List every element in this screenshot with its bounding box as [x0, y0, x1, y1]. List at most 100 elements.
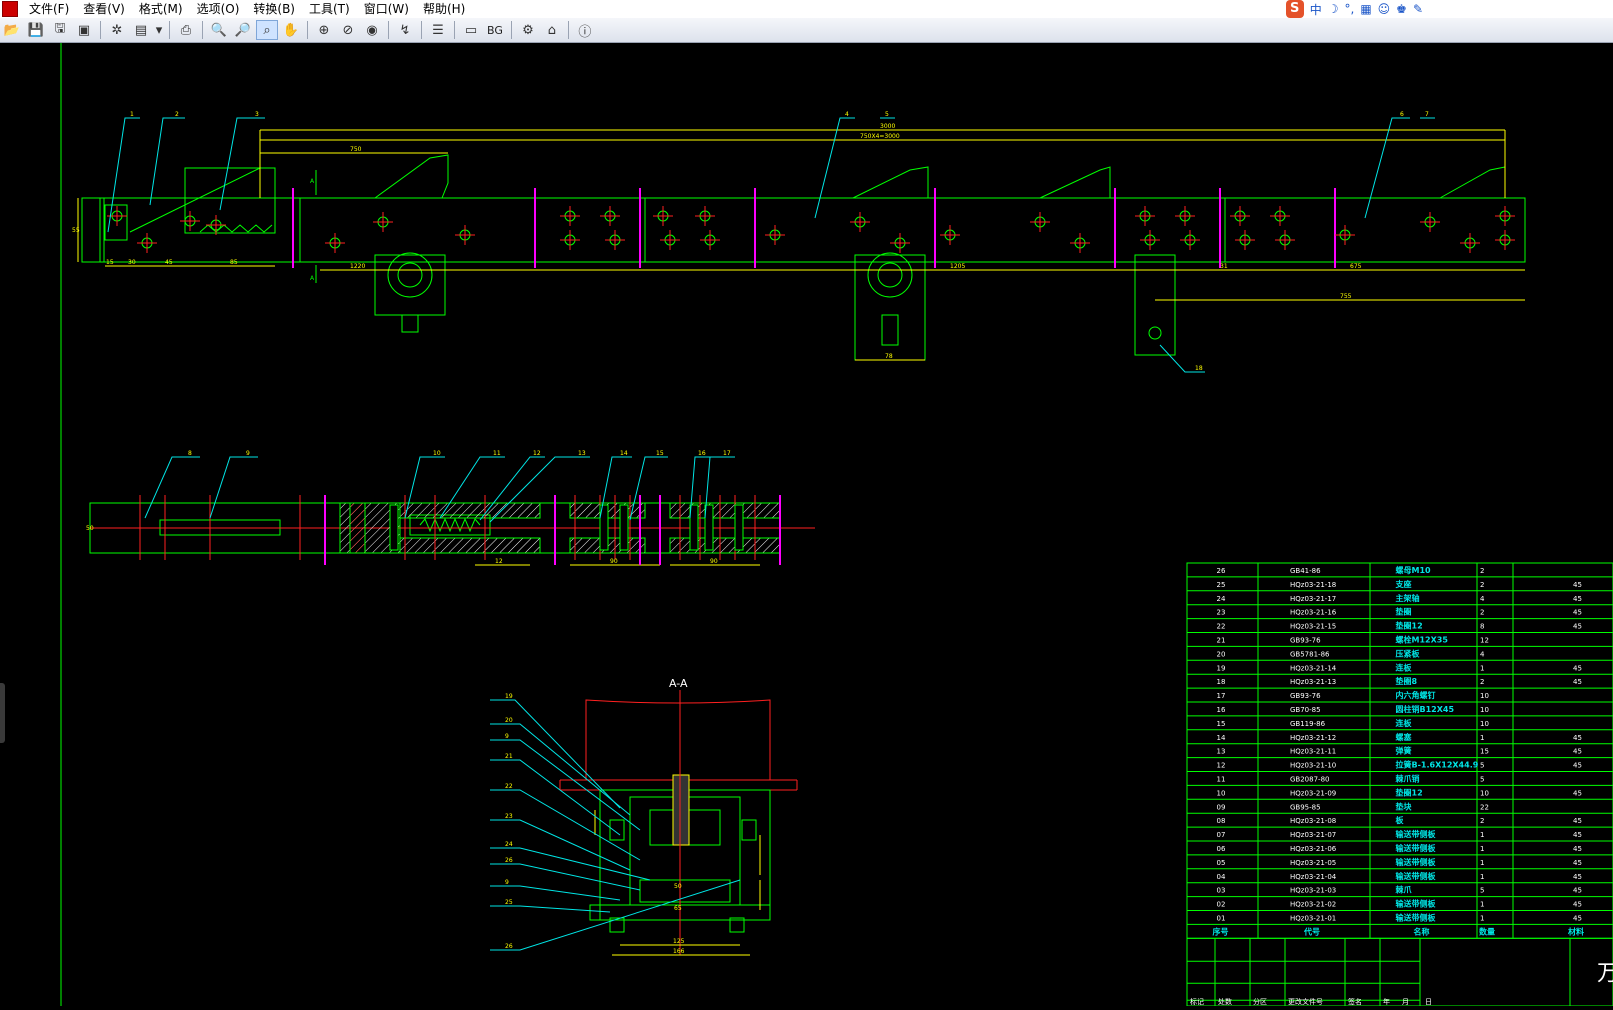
bolt-hole — [1180, 230, 1200, 250]
measure-icon[interactable]: ↯ — [399, 22, 411, 38]
menu-convert[interactable]: 转换(B) — [253, 2, 295, 16]
frame-icon[interactable]: ▭ — [464, 22, 478, 38]
pan-icon[interactable]: ✋ — [282, 22, 300, 38]
pdf-icon[interactable]: ✲ — [111, 22, 123, 38]
bom-name: 支座 — [1395, 579, 1412, 589]
part-balloon: 21 — [505, 753, 513, 760]
wrench-icon[interactable]: ✎ — [1412, 2, 1423, 16]
layers-icon[interactable]: ☰ — [432, 22, 444, 38]
save-as-icon[interactable]: 🖫 — [54, 21, 66, 36]
dim-30: 30 — [128, 259, 136, 266]
menu-options[interactable]: 选项(O) — [196, 2, 240, 16]
bom-no: 05 — [1217, 859, 1226, 867]
bom-qty: 8 — [1480, 623, 1484, 631]
sec-dim-50: 50 — [674, 883, 682, 890]
bom-code: HQz03-21-14 — [1290, 664, 1337, 672]
bom-mat: 45 — [1573, 859, 1582, 867]
background-button[interactable]: BG — [487, 23, 503, 37]
view-icon[interactable]: ◉ — [366, 22, 378, 38]
bolt-hole — [1070, 233, 1090, 253]
home-icon[interactable]: ⌂ — [547, 22, 557, 38]
part-balloon: 4 — [845, 111, 849, 118]
leader-line — [490, 699, 621, 809]
zoom-out-icon[interactable]: 🔍 — [210, 22, 228, 38]
bom-name: 主架轴 — [1396, 593, 1420, 603]
menu-tools[interactable]: 工具(T) — [309, 2, 350, 16]
bom-no: 02 — [1217, 901, 1226, 909]
menu-window[interactable]: 窗口(W) — [363, 2, 409, 16]
part-balloon: 20 — [505, 717, 513, 724]
skin-icon[interactable]: ♚ — [1396, 2, 1407, 16]
bom-name: 棘爪 — [1395, 885, 1413, 895]
convert-icon[interactable]: ▤ — [134, 22, 148, 38]
bom-no: 15 — [1217, 720, 1226, 728]
bom-code: HQz03-21-08 — [1290, 817, 1336, 825]
bom-code: HQz03-21-01 — [1290, 915, 1336, 923]
zoom-window-icon[interactable]: ⌕ — [256, 20, 278, 40]
bom-name: 垫圈12 — [1396, 621, 1423, 631]
zoom-all-icon[interactable]: ⊕ — [318, 22, 330, 38]
info-icon[interactable]: ⓘ — [578, 24, 592, 40]
part-balloon: 16 — [698, 450, 706, 457]
bom-qty: 2 — [1480, 581, 1484, 589]
dropdown-icon[interactable]: ▾ — [155, 22, 163, 38]
print-icon[interactable]: ⎙ — [180, 22, 192, 38]
leader-line — [689, 456, 710, 519]
menu-help[interactable]: 帮助(H) — [422, 2, 466, 16]
app-icon[interactable] — [2, 1, 18, 17]
bom-no: 17 — [1217, 692, 1226, 700]
bom-head-code: 代号 — [1303, 926, 1320, 936]
leader-line — [479, 456, 545, 521]
bom-name: 内六角螺钉 — [1396, 690, 1436, 700]
sec-dim-166: 166 — [673, 948, 685, 955]
moon-icon[interactable]: ☽ — [1327, 2, 1339, 16]
pin — [689, 504, 699, 551]
open-icon[interactable]: 📂 — [3, 22, 21, 38]
save-icon[interactable]: 💾 — [27, 22, 45, 38]
user-icon[interactable]: ☺ — [1377, 2, 1391, 16]
punctuation-icon[interactable]: °, — [1344, 2, 1355, 16]
bom-code: HQz03-21-16 — [1290, 609, 1337, 617]
bom-qty: 1 — [1480, 859, 1484, 867]
bom-mat: 45 — [1573, 845, 1582, 853]
zoom-in-icon[interactable]: 🔎 — [234, 22, 252, 38]
bom-no: 26 — [1217, 567, 1226, 575]
menu-bar: 文件(F) 查看(V) 格式(M) 选项(O) 转换(B) 工具(T) 窗口(W… — [0, 0, 1613, 18]
bom-no: 25 — [1217, 581, 1226, 589]
zoom-extents-icon[interactable]: ⊘ — [342, 22, 354, 38]
keyboard-icon[interactable]: ▦ — [1360, 2, 1372, 16]
menu-view[interactable]: 查看(V) — [83, 2, 125, 16]
mid-dim-50: 50 — [86, 525, 94, 532]
bolt-hole — [206, 215, 226, 235]
bom-qty: 5 — [1480, 887, 1484, 895]
menu-format[interactable]: 格式(M) — [138, 2, 183, 16]
leader-line — [490, 885, 621, 901]
bom-qty: 1 — [1480, 873, 1484, 881]
menu-file[interactable]: 文件(F) — [29, 2, 70, 16]
bom-qty: 22 — [1480, 803, 1489, 811]
tools-icon[interactable]: ⚙ — [522, 22, 534, 38]
part-balloon: 19 — [505, 693, 513, 700]
bolt-hole — [180, 211, 200, 231]
bom-no: 12 — [1217, 762, 1226, 770]
ime-logo-icon[interactable]: S — [1285, 0, 1304, 18]
ime-lang[interactable]: 中 — [1309, 2, 1322, 17]
bom-mat: 45 — [1573, 678, 1582, 686]
bom-mat: 45 — [1573, 623, 1582, 631]
bom-code: HQz03-21-12 — [1290, 734, 1336, 742]
side-handle[interactable] — [0, 683, 5, 743]
export-icon[interactable]: ▣ — [77, 22, 91, 38]
tb-label: 月 — [1402, 998, 1409, 1006]
bolt-hole — [605, 230, 625, 250]
tb-label: 年 — [1383, 997, 1390, 1006]
